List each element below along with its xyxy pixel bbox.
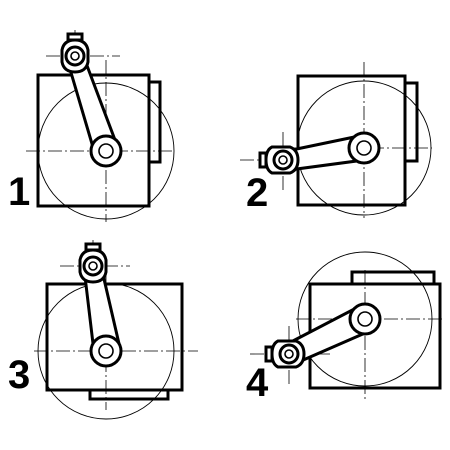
variant-1-roller-hole bbox=[70, 51, 80, 61]
variant-3-roller-hole bbox=[88, 261, 98, 271]
variant-2-hub-hole bbox=[356, 140, 372, 156]
variant-1-roller-cap bbox=[66, 32, 84, 42]
variant-2-roller-cap bbox=[258, 151, 268, 169]
variant-2-roller-hole bbox=[278, 155, 288, 165]
variant-2-roller bbox=[272, 149, 294, 171]
variant-4-roller-hole bbox=[284, 349, 294, 359]
variant-2-label: 2 bbox=[246, 171, 268, 215]
variant-3-roller-cap bbox=[84, 242, 102, 252]
variant-4-label: 4 bbox=[246, 361, 269, 405]
variant-4: 4 bbox=[246, 251, 444, 405]
variant-2-side-cover bbox=[403, 81, 419, 163]
variant-4-roller-cap bbox=[264, 345, 274, 363]
variant-4-roller bbox=[278, 343, 300, 365]
variant-3-label: 3 bbox=[8, 353, 30, 397]
variant-3-hub bbox=[89, 334, 123, 368]
variant-2-hub bbox=[347, 131, 381, 165]
variant-1: 1 bbox=[8, 30, 175, 222]
variant-4-hub bbox=[348, 302, 382, 336]
variant-3-hub-hole bbox=[98, 343, 114, 359]
variant-1-hub-hole bbox=[98, 143, 114, 159]
variant-3-roller bbox=[82, 255, 104, 277]
variant-2: 2 bbox=[240, 62, 432, 218]
variant-4-hub-hole bbox=[357, 311, 373, 327]
variant-3: 3 bbox=[8, 240, 198, 420]
variant-1-hub bbox=[89, 134, 123, 168]
variant-1-label: 1 bbox=[8, 170, 30, 214]
variant-1-roller bbox=[64, 45, 86, 67]
